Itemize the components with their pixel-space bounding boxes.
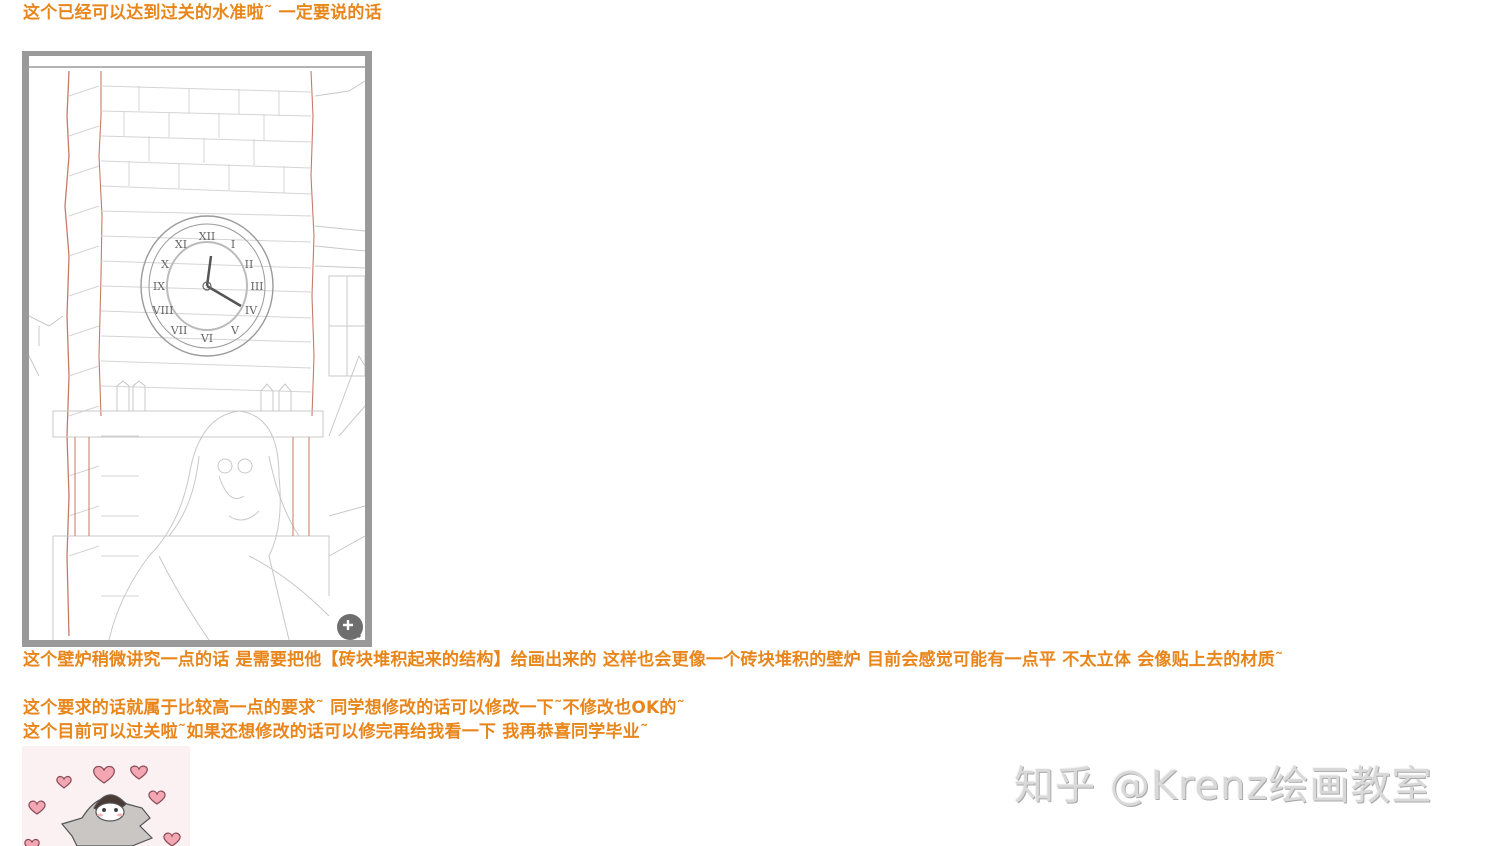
svg-text:VII: VII — [170, 324, 188, 337]
comment-line-1: 这个已经可以达到过关的水准啦˜ 一定要说的话 — [23, 3, 382, 23]
svg-text:VI: VI — [200, 332, 213, 345]
zhihu-watermark: 知乎 @Krenz绘画教室 — [1014, 763, 1433, 809]
svg-text:II: II — [245, 258, 254, 271]
svg-text:VIII: VIII — [152, 304, 174, 317]
penguin-hearts-icon — [24, 765, 181, 846]
artwork-image[interactable]: XII I II III IV V VI VII VIII IX X XI — [22, 51, 372, 647]
svg-text:IV: IV — [245, 304, 258, 317]
comment-line-3: 这个要求的话就属于比较高一点的要求˜ 同学想修改的话可以修改一下˜不修改也OK的… — [23, 698, 686, 718]
svg-text:V: V — [230, 324, 240, 337]
artwork-canvas: XII I II III IV V VI VII VIII IX X XI — [29, 56, 365, 640]
svg-text:III: III — [250, 280, 263, 293]
svg-text:XII: XII — [199, 230, 216, 243]
penguin-sticker-image — [22, 746, 190, 846]
svg-text:I: I — [231, 238, 235, 251]
svg-text:XI: XI — [175, 238, 187, 251]
comment-line-2: 这个壁炉稍微讲究一点的话 是需要把他【砖块堆积起来的结构】给画出来的 这样也会更… — [23, 650, 1284, 670]
line-art-illustration: XII I II III IV V VI VII VIII IX X XI — [29, 56, 365, 640]
svg-text:IX: IX — [153, 280, 165, 293]
svg-text:X: X — [161, 258, 169, 271]
comment-line-4: 这个目前可以过关啦˜如果还想修改的话可以修完再给我看一下 我再恭喜同学毕业˜ — [23, 722, 649, 742]
zoom-in-icon[interactable] — [337, 614, 363, 640]
